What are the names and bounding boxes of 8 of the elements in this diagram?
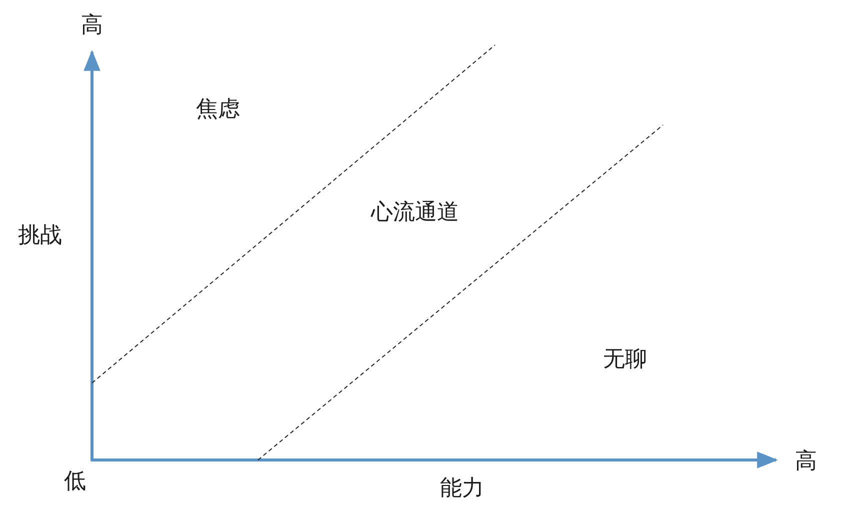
zone-label: 心流通道 bbox=[371, 200, 459, 226]
axis-title: 能力 bbox=[440, 476, 484, 502]
axis-title: 挑战 bbox=[18, 224, 62, 248]
axis-label: 高 bbox=[81, 14, 103, 38]
zone-label: 焦虑 bbox=[196, 98, 240, 122]
axis-label: 低 bbox=[64, 470, 86, 494]
axis-label: 高 bbox=[795, 450, 817, 474]
zone-label: 无聊 bbox=[603, 348, 647, 372]
